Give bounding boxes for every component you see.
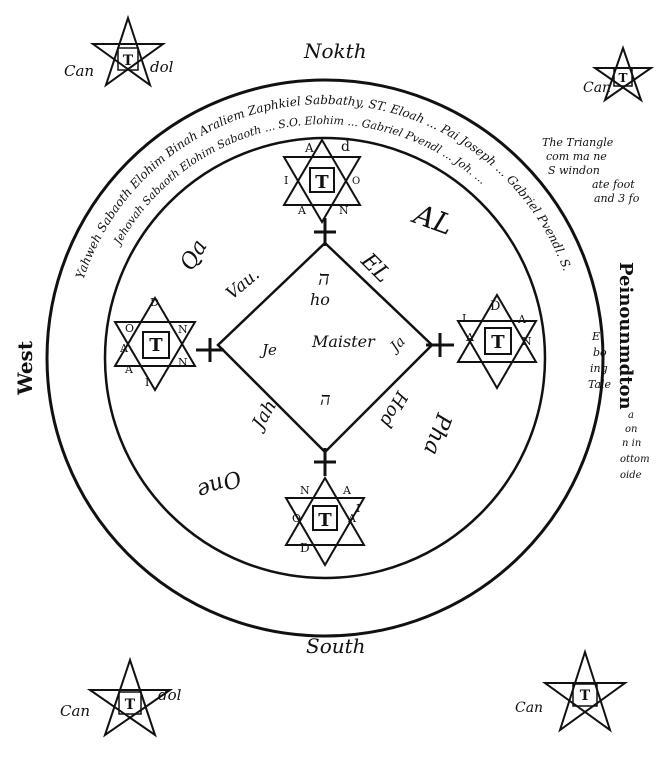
corner-label-bottom-left-left: Can <box>60 702 90 720</box>
hexagram-right-letter-4: A <box>465 331 475 344</box>
hexagram-right-letter-5: I <box>462 312 466 325</box>
hexagram-top-letter-4: N <box>339 204 349 217</box>
hexagram-bottom-seal: T <box>318 510 332 531</box>
hexagram-bottom-letter-2: N <box>300 484 310 497</box>
margin-note-top-5: and 3 fo <box>594 192 640 205</box>
margin-note-mid-4: Tale <box>588 378 612 391</box>
hexagram-left-letter-7: A <box>119 342 129 355</box>
word-al: AL <box>407 197 458 242</box>
cross-right <box>426 333 454 357</box>
hexagram-bottom-letter-1: A <box>342 484 352 497</box>
hexagram-bottom-letter-4: I <box>356 502 360 515</box>
cross-top <box>314 218 336 246</box>
direction-west: West <box>13 340 37 396</box>
hexagram-right-letter-3: N <box>522 335 532 348</box>
margin-note-mid-2: bo <box>593 346 607 359</box>
pentagram-top-right-seal: T <box>619 71 628 85</box>
hexagram-right-seal: T <box>491 332 505 353</box>
word-hebrew-upper: ה <box>318 266 330 290</box>
margin-note-top-1: The Triangle <box>542 136 614 149</box>
word-hod: Hod <box>375 387 413 431</box>
direction-north: Nokth <box>303 39 367 63</box>
margin-note-top-2: com ma ne <box>546 150 607 163</box>
hexagram-left-letter-2: O <box>125 322 134 335</box>
word-hebrew-lower: ה <box>320 389 331 410</box>
word-one: One <box>193 464 244 503</box>
hexagram-top-letter-6: I <box>284 174 288 187</box>
hexagram-left-letter-3: A <box>124 363 134 376</box>
margin-note-mid-3: ing <box>590 362 608 375</box>
word-el: EL <box>355 248 395 288</box>
cross-bottom <box>314 448 336 476</box>
margin-note-low-4: ottom <box>620 454 650 465</box>
margin-note-top-3: S windon <box>548 164 600 177</box>
hexagram-left-seal: T <box>149 335 163 356</box>
hexagram-top-letter-5: A <box>297 204 307 217</box>
word-vau: Vau. <box>222 265 263 304</box>
direction-south: South <box>306 634 366 658</box>
word-qa: Qa <box>176 236 213 275</box>
hexagram-bottom-letter-5: O <box>292 512 301 525</box>
outer-circle <box>47 80 603 636</box>
direction-east: Peinounmdton <box>615 262 636 410</box>
word-ho: ho <box>310 290 330 309</box>
word-pha: Pha <box>418 409 456 458</box>
margin-note-low-5: oide <box>620 470 642 481</box>
margin-note-low-2: on <box>625 424 637 435</box>
hexagram-top-letter-2: d <box>341 139 350 155</box>
pentagram-top-left-seal: T <box>123 53 134 69</box>
word-ja: Ja <box>385 334 408 357</box>
corner-label-top-left-right: dol <box>150 58 174 76</box>
pentagram-bottom-right-seal: T <box>580 688 591 704</box>
pentagram-bottom-left-seal: T <box>125 697 136 713</box>
margin-note-low-1: a <box>628 410 634 421</box>
hexagram-right-letter-1: D <box>490 299 500 314</box>
word-maister: Maister <box>311 332 376 351</box>
hexagram-left-letter-6: I <box>145 376 149 389</box>
hexagram-top-letter-3: O <box>352 176 360 187</box>
margin-note-mid-1: E <box>591 330 600 343</box>
hexagram-left-letter-4: N <box>178 323 188 336</box>
corner-label-top-left-left: Can <box>64 62 94 80</box>
hexagram-top-letter-1: A <box>304 141 314 155</box>
hexagram-top-seal: T <box>315 172 329 193</box>
corner-label-top-right: Can <box>583 80 611 96</box>
hexagram-bottom-letter-6: D <box>300 541 310 555</box>
corner-label-bottom-right: Can <box>515 700 543 716</box>
word-je: Je <box>259 341 277 359</box>
hexagram-left-letter-1: D <box>150 296 159 309</box>
corner-label-bottom-left-right: dol <box>158 686 182 704</box>
margin-note-top-4: ate foot <box>592 178 635 191</box>
margin-note-low-3: n in <box>622 438 641 449</box>
hexagram-right-letter-2: A <box>517 313 527 326</box>
hexagram-left-letter-5: N <box>178 356 188 369</box>
